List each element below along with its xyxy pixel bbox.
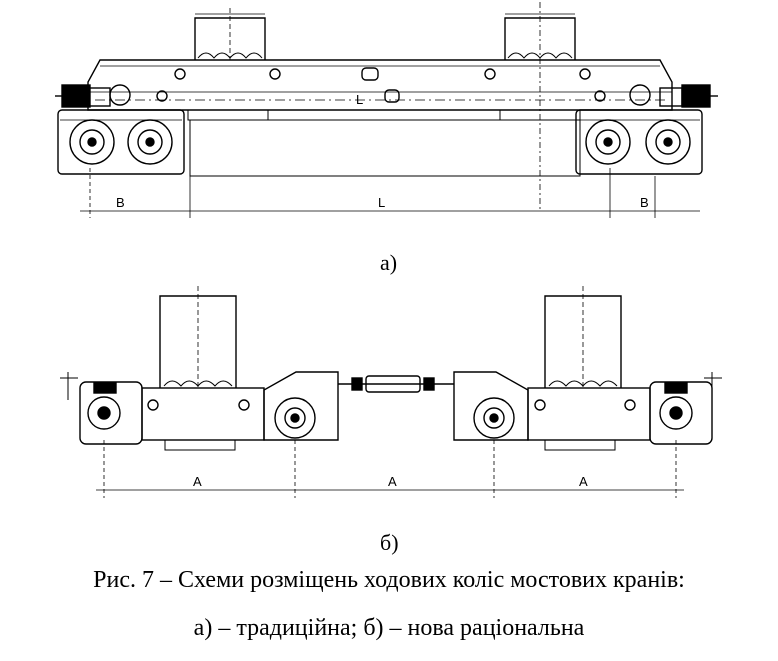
- scheme-b-end-truck-left: [141, 387, 265, 451]
- scheme-a-dim-middle: L: [378, 195, 385, 210]
- scheme-a-main-beam: L: [87, 59, 673, 121]
- scheme-a-wheel-1: [69, 119, 115, 165]
- scheme-a-bogie-right: [575, 109, 703, 175]
- scheme-b-dim-right: A: [579, 474, 588, 489]
- scheme-b-dim-middle: A: [388, 474, 397, 489]
- scheme-a-housing-left: [194, 8, 266, 60]
- figure-caption-line-2: а) – традиційна; б) – нова раціональна: [193, 615, 585, 641]
- scheme-a-dim-left: B: [116, 195, 125, 210]
- scheme-b-end-truck-right: [527, 387, 651, 451]
- scheme-a-wheel-2: [127, 119, 173, 165]
- figure-caption-line-1: Рис. 7 – Схеми розміщень ходових коліс м…: [93, 567, 685, 593]
- scheme-b-dimension-line: [96, 440, 684, 498]
- scheme-b-wheel-1: [274, 397, 316, 439]
- scheme-a-drive-right: [629, 84, 718, 108]
- scheme-b-bogie-left: [263, 371, 339, 441]
- scheme-a-bogie-left: [57, 109, 185, 175]
- panel-b-label: б): [380, 530, 399, 555]
- scheme-a-housing-right: [504, 2, 576, 210]
- scheme-b-housing-left: [159, 286, 237, 388]
- scheme-a-dimension-line: [80, 168, 700, 218]
- scheme-b-wheel-2: [473, 397, 515, 439]
- scheme-a-drawing: L: [55, 2, 718, 218]
- scheme-a-wheel-4: [645, 119, 691, 165]
- scheme-b-drive-right: [649, 372, 722, 445]
- scheme-a-drive-left: [55, 84, 131, 108]
- scheme-b-dim-left: A: [193, 474, 202, 489]
- scheme-b-drive-shaft: [338, 375, 454, 393]
- scheme-b-drawing: A A A: [60, 286, 722, 498]
- scheme-a-beam-label: L: [356, 92, 363, 107]
- scheme-b-bogie-right: [453, 371, 529, 441]
- scheme-a-wheel-3: [585, 119, 631, 165]
- scheme-b-drive-left: [60, 372, 143, 445]
- panel-a-label: а): [380, 250, 398, 275]
- scheme-a-dim-right: B: [640, 195, 649, 210]
- scheme-b-housing-right: [544, 286, 622, 388]
